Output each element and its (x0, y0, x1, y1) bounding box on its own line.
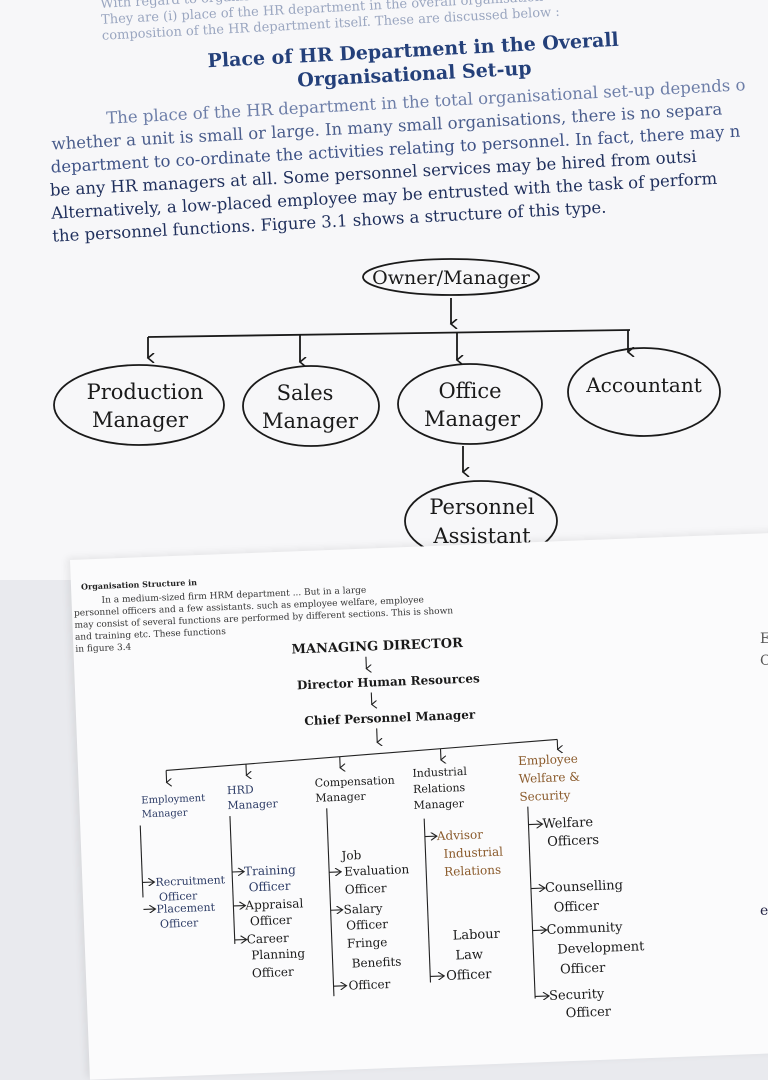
counselling-officer: Counselling Officer (545, 878, 628, 916)
spine-line (424, 819, 430, 983)
fragment-text: e (760, 900, 768, 922)
placement-officer: Placement Officer (156, 901, 219, 931)
spine-line (528, 807, 535, 999)
training-officer: Training Officer (244, 862, 301, 894)
arrow (533, 930, 547, 931)
side-page-fragment: e (760, 900, 768, 922)
arrow (531, 888, 545, 889)
employment-manager: Employment Manager (141, 793, 209, 821)
hrd-manager: HRD Manager (227, 782, 279, 812)
industrial-relations-manager: Industrial Relations Manager (412, 765, 472, 812)
fragment-text: E (760, 628, 768, 650)
node-label: Personnel (429, 495, 535, 519)
node-label: Manager (262, 409, 359, 433)
sales-manager-node (243, 366, 379, 446)
chief-personnel-manager: Chief Personnel Manager (304, 708, 476, 729)
spine-line (327, 808, 334, 996)
fringe-benefits-officer: Fringe Benefits Officer (347, 934, 407, 992)
appraisal-officer: Appraisal Officer (244, 896, 308, 928)
arrow (430, 976, 444, 977)
community-development-officer: Community Development Officer (546, 919, 649, 978)
compensation-manager: Compensation Manager (315, 774, 399, 805)
side-page-fragment: E C (760, 628, 768, 672)
large-org-chart: Organisation Structure in In a medium-si… (70, 533, 768, 1040)
welfare-officers: Welfare Officers (542, 815, 599, 850)
labour-law-officer: Labour Law Officer (444, 927, 505, 984)
node-label: Manager (424, 407, 521, 431)
branch-line (148, 330, 630, 337)
office-manager-node (398, 364, 542, 444)
employee-welfare-security: Employee Welfare & Security (518, 751, 585, 803)
fragment-text: C (760, 650, 768, 672)
salary-officer: Salary Officer (343, 901, 388, 933)
arrow (535, 996, 549, 997)
managing-director: MANAGING DIRECTOR (291, 636, 463, 658)
top-page: With regard to organisation of HR depart… (0, 0, 768, 580)
career-planning-officer: Career Planning Officer (246, 930, 309, 980)
node-label: Accountant (585, 373, 702, 397)
node-label: Production (87, 380, 204, 404)
intro-line: in figure 3.4 (75, 643, 132, 655)
node-label: Sales (277, 381, 334, 405)
production-manager-node (54, 365, 224, 445)
small-org-chart: Owner/Manager Production Manager Sales M… (0, 0, 768, 580)
owner-manager-label: Owner/Manager (372, 267, 531, 289)
job-evaluation-officer: Job Evaluation Officer (339, 846, 414, 897)
node-label: Manager (92, 408, 189, 432)
connector-line (377, 728, 378, 742)
advisor-industrial-relations: Advisor Industrial Relations (436, 826, 508, 879)
director-hr: Director Human Resources (297, 671, 480, 692)
recruitment-officer: Recruitment Officer (155, 873, 229, 904)
node-label: Office (438, 379, 501, 403)
section-title: Organisation Structure in (81, 577, 197, 591)
arrow (528, 824, 542, 825)
spine-line (230, 816, 235, 944)
bottom-page: Organisation Structure in In a medium-si… (70, 531, 768, 1080)
spine-line (140, 825, 143, 897)
security-officer: Security Officer (549, 987, 612, 1022)
branch-line (166, 739, 558, 770)
